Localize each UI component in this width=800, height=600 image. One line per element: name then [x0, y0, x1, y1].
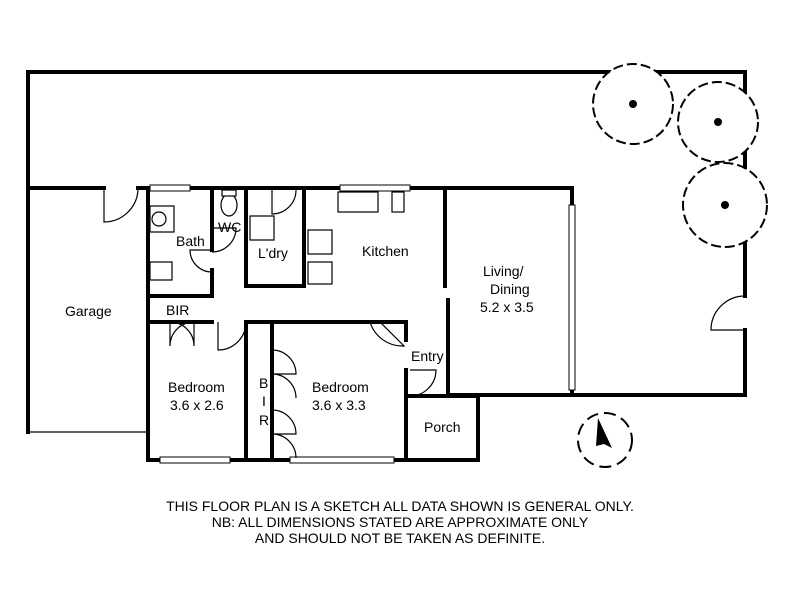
- door-living-outside: [710, 295, 746, 331]
- label-bedroom1-dim: 3.6 x 2.6: [170, 397, 224, 413]
- label-wc: WC: [218, 219, 241, 235]
- label-laundry: L'dry: [258, 245, 288, 261]
- garage-door-swing: [103, 187, 139, 223]
- toilet-icon: [220, 193, 238, 217]
- door-bath: [189, 249, 213, 273]
- fridge-icon: [307, 261, 333, 285]
- label-porch: Porch: [424, 419, 461, 435]
- compass-icon: [577, 412, 633, 468]
- label-living-dim: 5.2 x 3.5: [480, 299, 534, 315]
- sink-icon: [337, 191, 379, 213]
- window-kitchen: [339, 184, 411, 192]
- tree-icon: [682, 162, 768, 248]
- disclaimer-line-3: AND SHOULD NOT BE TAKEN AS DEFINITE.: [254, 530, 546, 546]
- window-bath: [149, 184, 191, 192]
- toilet-cistern: [221, 189, 237, 197]
- stove-icon: [307, 229, 333, 255]
- label-bir1: BIR: [166, 302, 189, 318]
- label-bedroom2: Bedroom: [312, 379, 369, 395]
- door-wc: [211, 227, 237, 253]
- house-walls: [146, 186, 574, 462]
- window-bed2: [289, 456, 395, 464]
- label-bath: Bath: [176, 233, 205, 249]
- label-bir2-r: R: [259, 412, 269, 428]
- label-living: Living/: [483, 263, 524, 279]
- disclaimer-line-2: NB: ALL DIMENSIONS STATED ARE APPROXIMAT…: [211, 514, 589, 530]
- cabinet-icon: [391, 191, 405, 213]
- window-bed1: [159, 456, 231, 464]
- label-bedroom2-dim: 3.6 x 3.3: [312, 397, 366, 413]
- shower-icon: [149, 261, 173, 281]
- door-ldry: [271, 189, 297, 215]
- label-entry: Entry: [411, 348, 444, 364]
- door-bedroom1: [217, 321, 247, 351]
- tree-icon: [592, 63, 674, 145]
- label-bir2-b: B: [259, 375, 268, 391]
- window-living: [568, 204, 576, 391]
- laundry-tub-icon: [249, 215, 275, 241]
- label-bir2-i: I: [262, 393, 266, 409]
- label-kitchen: Kitchen: [362, 243, 409, 259]
- disclaimer-line-1: THIS FLOOR PLAN IS A SKETCH ALL DATA SHO…: [166, 498, 634, 514]
- tree-icon: [677, 81, 759, 163]
- garage-walls: [26, 186, 150, 462]
- door-bir1: [169, 321, 195, 347]
- door-bedroom2: [369, 321, 406, 347]
- label-dining: Dining: [490, 281, 530, 297]
- label-garage: Garage: [65, 303, 112, 319]
- door-entry: [409, 369, 437, 397]
- label-bedroom1: Bedroom: [168, 379, 225, 395]
- door-bir2: [271, 349, 297, 459]
- basin-bowl: [151, 211, 167, 227]
